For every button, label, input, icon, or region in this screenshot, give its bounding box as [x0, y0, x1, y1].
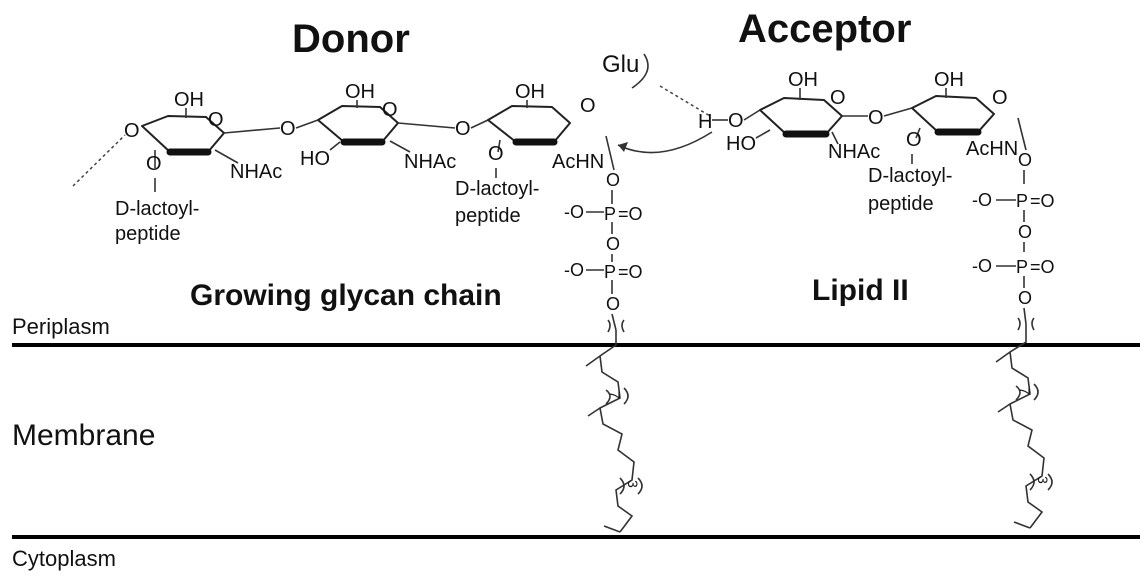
svg-text:D-lactoyl-: D-lactoyl- — [115, 198, 199, 220]
arrow-head — [618, 142, 628, 152]
svg-text:AcHN: AcHN — [552, 151, 604, 173]
donor-heading: Donor — [292, 17, 410, 61]
svg-text:OH: OH — [174, 89, 204, 111]
donor-pyrophosphate-linker: O -O P =O O -O P =O O — [564, 135, 643, 331]
svg-text:=O: =O — [1030, 257, 1055, 277]
svg-text:O: O — [606, 234, 620, 254]
svg-text:D-lactoyl-: D-lactoyl- — [455, 178, 539, 200]
cytoplasm-label: Cytoplasm — [12, 546, 116, 571]
svg-text:O: O — [1018, 150, 1032, 170]
svg-text:peptide: peptide — [115, 223, 181, 245]
svg-text:=O: =O — [618, 204, 643, 224]
svg-text:O: O — [382, 99, 398, 121]
svg-text:NHAc: NHAc — [404, 151, 456, 173]
svg-text:O: O — [868, 107, 884, 129]
donor-sugar-ring-1: O OH NHAc O O D-lactoyl- peptide — [115, 89, 282, 245]
donor-sugar-ring-2: O OH HO NHAc — [300, 81, 456, 173]
svg-text:=O: =O — [1030, 191, 1055, 211]
svg-text:HO: HO — [300, 148, 330, 170]
svg-text:peptide: peptide — [455, 205, 521, 227]
svg-text:D-lactoyl-: D-lactoyl- — [868, 165, 952, 187]
svg-text:O: O — [580, 95, 596, 117]
svg-text:3: 3 — [625, 480, 641, 488]
acceptor-pyrophosphate-linker: O -O P =O O -O P =O O — [972, 117, 1055, 325]
svg-text:O: O — [1018, 288, 1032, 308]
svg-text:P: P — [1016, 257, 1028, 277]
svg-text:NHAc: NHAc — [828, 141, 880, 163]
svg-text:AcHN: AcHN — [966, 138, 1018, 160]
svg-text:O: O — [146, 153, 162, 175]
acceptor-glycosidic-oxygen: O — [842, 107, 913, 129]
svg-text:7: 7 — [607, 391, 623, 399]
acceptor-sugar-ring-1: H O O OH HO NHAc — [698, 69, 880, 163]
svg-text:O: O — [906, 129, 922, 151]
donor-sugar-ring-3: O OH AcHN O D-lactoyl- peptide — [455, 81, 604, 227]
svg-text:HO: HO — [726, 133, 756, 155]
svg-text:P: P — [604, 262, 616, 282]
svg-text:OH: OH — [934, 69, 964, 91]
nucleophilic-attack-arrow — [617, 131, 713, 154]
membrane-label: Membrane — [12, 419, 155, 452]
svg-text:H: H — [698, 111, 712, 133]
svg-text:peptide: peptide — [868, 193, 934, 215]
svg-text:-O: -O — [564, 202, 584, 222]
svg-text:O: O — [728, 110, 744, 132]
acceptor-undecaprenyl-tail: 7 3 — [995, 317, 1053, 529]
svg-text:O: O — [455, 118, 471, 140]
svg-text:OH: OH — [515, 81, 545, 103]
acceptor-heading: Acceptor — [738, 7, 911, 51]
svg-text:O: O — [208, 109, 224, 131]
svg-text:P: P — [1016, 191, 1028, 211]
donor-undecaprenyl-tail: 7 3 — [585, 319, 643, 533]
lipid-ii-heading: Lipid II — [812, 274, 909, 307]
svg-text:O: O — [830, 87, 846, 109]
svg-text:7: 7 — [1017, 387, 1033, 395]
svg-text:O: O — [124, 120, 140, 142]
svg-text:NHAc: NHAc — [230, 161, 282, 183]
svg-text:O: O — [488, 143, 504, 165]
svg-text:O: O — [606, 294, 620, 314]
svg-text:-O: -O — [564, 260, 584, 280]
svg-text:O: O — [606, 170, 620, 190]
svg-text:-O: -O — [972, 256, 992, 276]
svg-text:P: P — [604, 204, 616, 224]
svg-text:O: O — [1018, 222, 1032, 242]
svg-text:3: 3 — [1035, 476, 1051, 484]
svg-text:O: O — [992, 87, 1008, 109]
donor-glycosidic-oxygen-2: O — [397, 118, 489, 140]
glutamate-residue: Glu — [602, 51, 711, 117]
periplasm-label: Periplasm — [12, 314, 110, 339]
growing-glycan-chain-heading: Growing glycan chain — [190, 279, 502, 312]
svg-text:O: O — [280, 118, 296, 140]
svg-text:OH: OH — [345, 81, 375, 103]
svg-text:-O: -O — [972, 190, 992, 210]
svg-text:Glu: Glu — [602, 51, 639, 78]
chain-continuation-dashes — [72, 134, 126, 187]
acceptor-sugar-ring-2: O OH AcHN O D-lactoyl- peptide — [868, 69, 1018, 215]
svg-text:OH: OH — [788, 69, 818, 91]
svg-text:=O: =O — [618, 262, 643, 282]
donor-glycosidic-oxygen-1: O — [223, 118, 319, 140]
